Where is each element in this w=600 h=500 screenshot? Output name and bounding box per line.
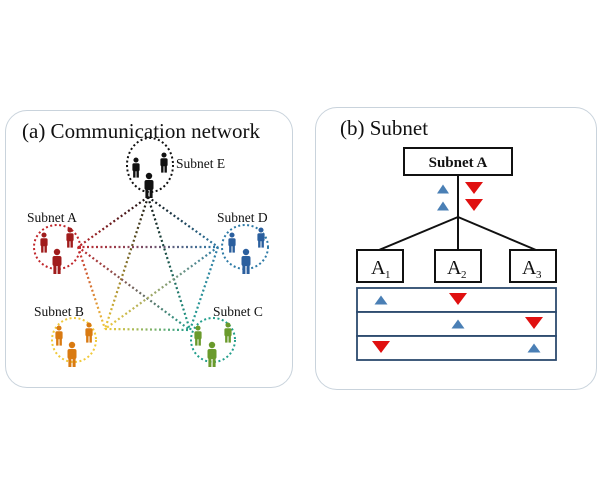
child-a2-sub: 2 [461,269,467,281]
link-d-b [104,246,219,330]
link-d-c [188,246,220,331]
subnet-ring-e [126,137,174,193]
person-icon [132,157,140,178]
person-icon [40,232,48,253]
table-row [356,287,557,313]
person-icon [85,322,93,343]
root-subnet-label: Subnet A [429,155,488,171]
person-icon [160,152,168,173]
message-table [356,287,557,361]
subnet-group-b [51,317,97,367]
person-icon [207,341,217,367]
subnet-e-label: Subnet E [176,156,225,171]
up-triangle-icon [437,201,449,211]
subnet-ring-b [51,317,97,363]
subnet-b-label: Subnet B [34,304,84,319]
link-e-c [146,196,192,331]
branch-line-a3 [457,216,537,251]
child-a3-base: A [522,257,537,279]
link-b-c [104,327,191,332]
table-row [356,311,557,337]
person-icon [228,232,236,253]
down-triangle-icon [449,293,467,305]
child-a1-sub: 1 [385,269,391,281]
link-e-b [103,196,150,330]
person-icon [67,341,77,367]
link-a-c [77,246,191,331]
down-triangle-icon [372,341,390,353]
down-triangle-icon [465,182,483,194]
subnet-ring-a [33,224,81,270]
subnet-groups [33,137,269,367]
subnet-c-label: Subnet C [213,304,263,319]
person-icon [52,248,62,274]
subnet-group-c [190,317,236,367]
person-icon [55,325,63,346]
down-triangle-icon [525,317,543,329]
child-box-a2 [434,249,482,283]
child-a2-base: A [447,257,462,279]
root-subnet-box [403,147,513,176]
person-icon [66,227,74,248]
link-e-a [77,196,149,248]
up-triangle-icon [374,295,388,305]
up-triangle-icon [527,343,541,353]
subnet-ring-c [190,317,236,363]
up-triangle-icon [437,184,449,194]
person-icon [144,172,154,198]
child-a3-sub: 3 [536,269,542,281]
subnet-group-d [221,224,269,274]
child-box-a1 [356,249,404,283]
branch-line-a1 [378,216,459,251]
down-triangle-icon [465,199,483,211]
person-icon [257,227,265,248]
person-icon [241,248,251,274]
root-markers [437,182,483,211]
subnet-group-a [33,224,81,274]
subnet-ring-d [221,224,269,270]
subnet-d-label: Subnet D [217,210,268,225]
subnet-group-e [126,137,174,198]
table-row [356,335,557,361]
person-icon [194,325,202,346]
person-icon [224,322,232,343]
link-a-b [76,246,107,330]
subnet-a-label: Subnet A [27,210,77,225]
network-links [76,196,220,332]
up-triangle-icon [451,319,465,329]
panel-b-title: (b) Subnet [340,116,428,140]
link-e-d [147,196,219,248]
child-box-a3 [509,249,557,283]
child-a1-base: A [371,257,386,279]
